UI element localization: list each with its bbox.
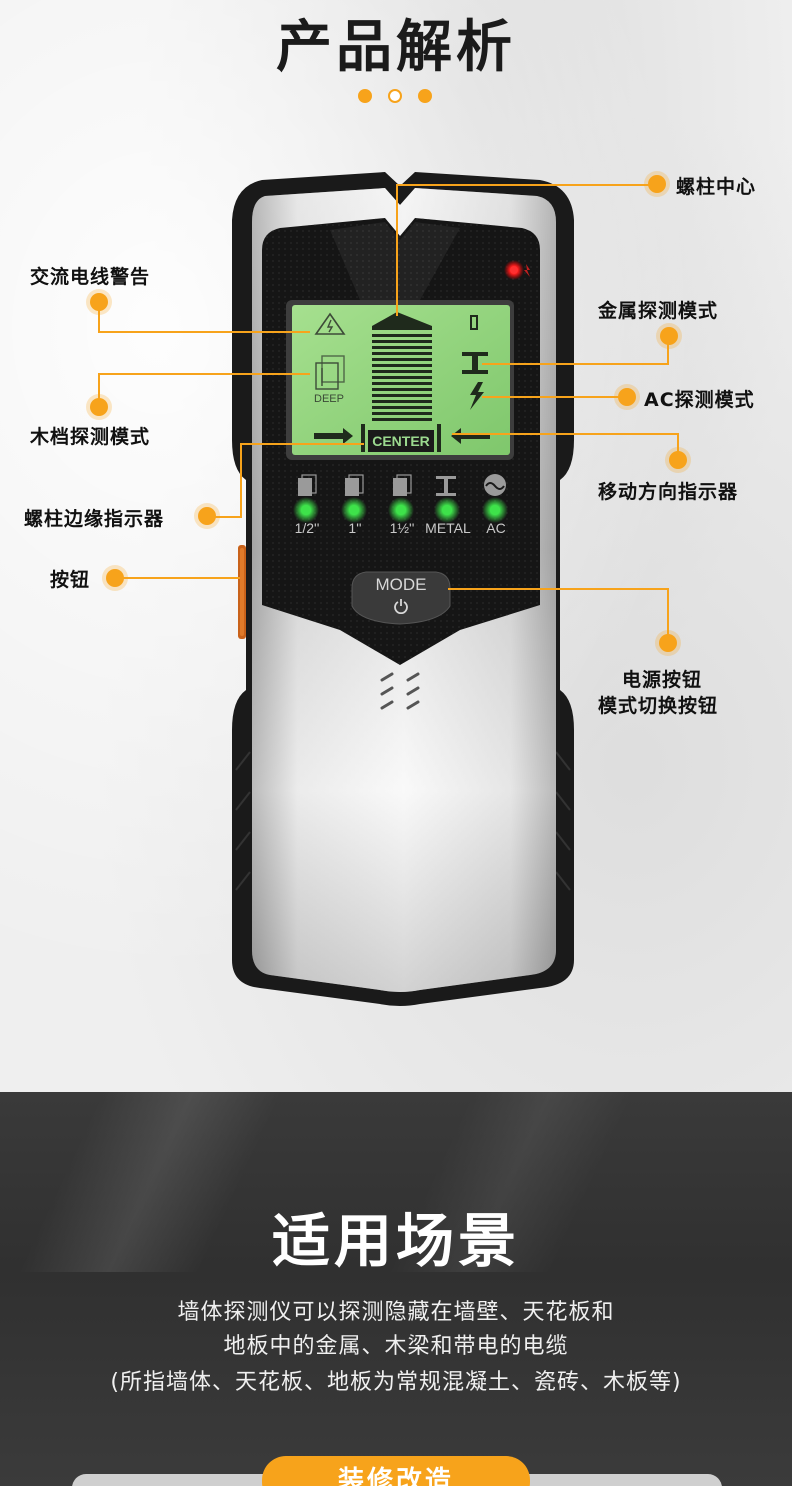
leader-stud-edge-h2 [206, 516, 242, 518]
leader-stud-center-h [396, 184, 658, 186]
leader-move-direction-v [677, 433, 679, 459]
leader-stud-center-v [396, 186, 398, 316]
led-label-one-half-inch: 1½'' [389, 520, 415, 536]
callout-dot-ac-mode [618, 388, 636, 406]
scene-tab-renovation[interactable]: 装修改造 [262, 1456, 530, 1486]
lcd-center-label: CENTER [368, 430, 434, 452]
led-label-half-inch: 1/2'' [294, 520, 320, 536]
callout-button: 按钮 [50, 569, 91, 591]
callout-stud-edge: 螺柱边缘指示器 [24, 508, 165, 530]
leader-stud-edge-h1 [240, 443, 364, 445]
callout-dot-power-button [659, 634, 677, 652]
callout-wood-mode: 木档探测模式 [30, 426, 151, 448]
callout-power-button: 电源按钮 [622, 669, 703, 691]
callout-stud-center: 螺柱中心 [676, 176, 757, 198]
callout-dot-wood-mode [90, 398, 108, 416]
leader-power-button-h [448, 588, 668, 590]
usage-desc-line-3: (所指墙体、天花板、地板为常规混凝土、瓷砖、木板等) [110, 1370, 682, 1395]
callout-ac-mode: AC探测模式 [644, 389, 755, 411]
led-label-metal: METAL [425, 520, 471, 536]
stud-finder-device [232, 172, 574, 1006]
leader-button-h [114, 577, 240, 579]
usage-scenarios-section [0, 1092, 792, 1486]
leader-metal-mode-h [482, 363, 669, 365]
leader-ac-warning-v [98, 302, 100, 332]
callout-ac-warning: 交流电线警告 [30, 266, 151, 288]
leader-ac-warning-h [98, 331, 310, 333]
leader-move-direction-h [452, 433, 678, 435]
callout-dot-move-direction [669, 451, 687, 469]
leader-metal-mode-v [667, 336, 669, 364]
leader-power-button-v [667, 588, 669, 638]
leader-ac-mode-h [482, 396, 628, 398]
lcd-deep-label: DEEP [314, 393, 344, 405]
leader-stud-edge-v [240, 443, 242, 517]
led-label-ac: AC [486, 520, 506, 536]
callout-metal-mode: 金属探测模式 [598, 300, 719, 322]
led-label-one-inch: 1'' [348, 520, 362, 536]
power-icon [394, 599, 408, 614]
usage-desc-line-1: 墙体探测仪可以探测隐藏在墙壁、天花板和 [177, 1300, 615, 1325]
callout-move-direction: 移动方向指示器 [598, 481, 739, 503]
mode-power-button[interactable]: MODE [352, 571, 450, 623]
callout-dot-metal-mode [660, 327, 678, 345]
mode-button-label: MODE [375, 575, 427, 594]
leader-wood-mode-h [98, 373, 310, 375]
callout-mode-switch-button: 模式切换按钮 [598, 695, 719, 717]
section-title: 产品解析 [276, 15, 516, 80]
usage-section-title: 适用场景 [271, 1207, 520, 1275]
callout-dot-stud-center [648, 175, 666, 193]
title-dots-decoration [358, 89, 434, 105]
leader-wood-mode-v [98, 373, 100, 403]
callout-dot-stud-edge [198, 507, 216, 525]
usage-desc-line-2: 地板中的金属、木梁和带电的电缆 [223, 1334, 569, 1359]
